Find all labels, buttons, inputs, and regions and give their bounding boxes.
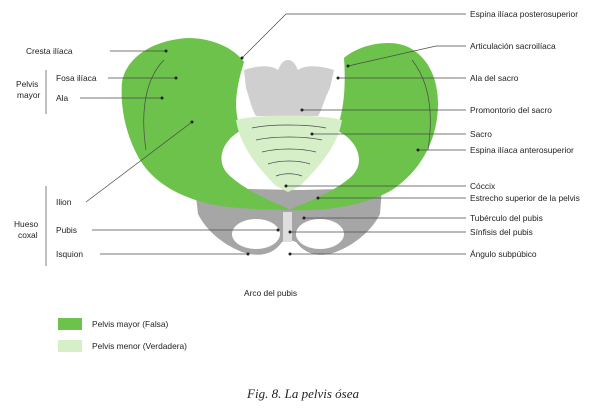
label-ilion: Ilion	[56, 197, 72, 207]
label-tuberculo-pubis: Tubérculo del pubis	[470, 213, 543, 223]
figure-caption: Fig. 8. La pelvis ósea	[247, 386, 359, 401]
label-espina-anterosuperior: Espina ilíaca anterosuperior	[470, 145, 574, 155]
leader-lines	[45, 13, 466, 266]
label-pubis: Pubis	[56, 225, 77, 235]
group-label-coxal: coxal	[18, 230, 38, 240]
label-isquion: Isquion	[56, 249, 83, 259]
legend-swatch-pelvis-menor	[58, 340, 82, 352]
label-angulo-subpubico: Ángulo subpúbico	[470, 249, 537, 259]
label-espina-posterosuperior: Espina ilíaca posterosuperior	[470, 9, 578, 19]
ilium-green	[121, 38, 438, 211]
label-promontorio: Promontorio del sacro	[470, 105, 552, 115]
legend-label-pelvis-mayor: Pelvis mayor (Falsa)	[92, 319, 169, 329]
pubic-symphysis	[283, 212, 292, 242]
sacrum	[236, 60, 342, 192]
label-ala: Ala	[56, 93, 68, 103]
label-estrecho-superior: Estrecho superior de la pelvis	[470, 193, 580, 203]
group-label-pelvis: Pelvis	[16, 79, 38, 89]
label-fosa-iliaca: Fosa ilíaca	[56, 73, 97, 83]
label-sinfisis-pubis: Sínfisis del pubis	[470, 227, 533, 237]
label-coccix: Cóccix	[470, 181, 496, 191]
label-sacro: Sacro	[470, 129, 492, 139]
group-label-hueso: Hueso	[14, 219, 39, 229]
label-arco-del-pubis: Arco del pubis	[244, 288, 297, 298]
legend-swatch-pelvis-mayor	[58, 318, 82, 330]
label-ala-del-sacro: Ala del sacro	[470, 73, 519, 83]
label-cresta-iliaca: Cresta ilíaca	[26, 46, 73, 56]
group-label-mayor: mayor	[17, 90, 40, 100]
label-articulacion-sacroiliaca: Articulación sacroilíaca	[470, 41, 556, 51]
legend-label-pelvis-menor: Pelvis menor (Verdadera)	[92, 341, 187, 351]
